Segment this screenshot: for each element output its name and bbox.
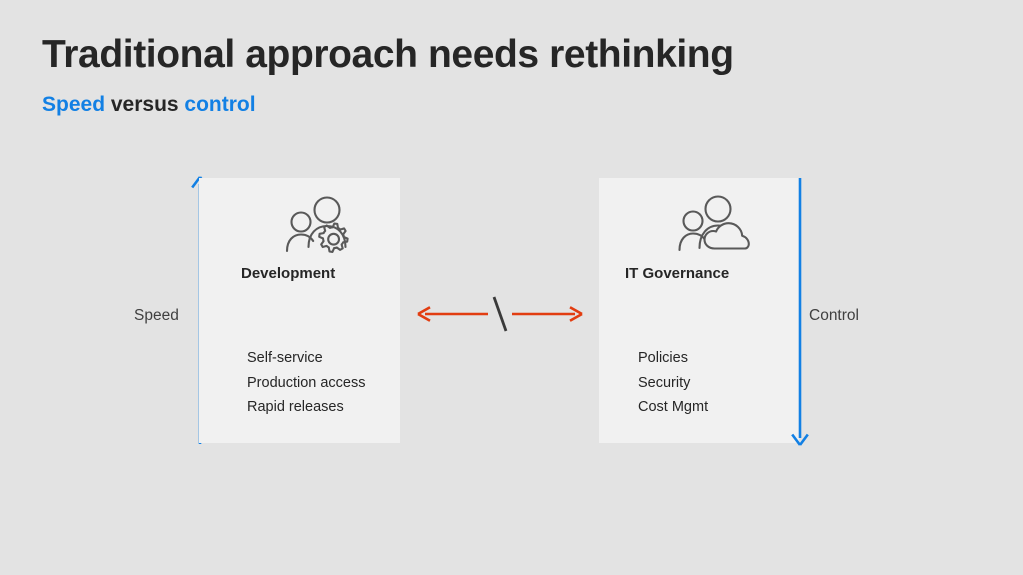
subtitle-speed: Speed [42,93,106,116]
people-gear-icon [199,192,400,264]
tension-arrows-icon [410,293,590,335]
panel-it-governance-list: Policies Security Cost Mgmt [638,346,708,420]
page-title: Traditional approach needs rethinking [42,33,734,76]
page-subtitle: Speed versus control [42,92,256,117]
people-cloud-icon [599,192,799,264]
list-item: Cost Mgmt [638,399,709,416]
list-item: Self-service [247,350,323,366]
control-axis-label: Control [809,307,859,324]
panel-it-governance-heading: IT Governance [625,265,730,282]
list-item: Security [638,374,691,391]
list-item: Policies [638,350,688,366]
panel-development: Development Self-service Production acce… [199,178,400,443]
panel-it-governance: IT Governance Policies Security Cost Mgm… [599,178,799,443]
list-item: Production access [247,374,366,391]
subtitle-versus: versus [105,93,185,116]
panel-development-list: Self-service Production access Rapid rel… [247,346,365,420]
subtitle-control: control [184,93,256,116]
speed-axis-label: Speed [134,307,179,324]
control-axis-arrow [789,172,811,450]
list-item: Rapid releases [247,399,344,416]
panel-development-heading: Development [241,265,336,282]
